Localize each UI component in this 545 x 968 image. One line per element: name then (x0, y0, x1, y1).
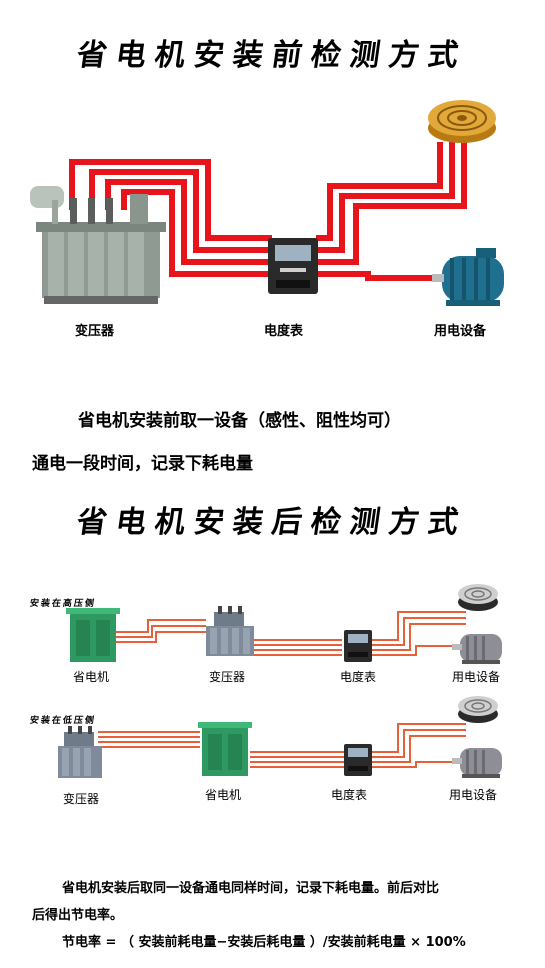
low-side-label-meter: 电度表 (331, 788, 368, 802)
low-side-wires (98, 723, 466, 768)
transformer-image (30, 186, 166, 304)
motor-image (432, 248, 504, 306)
high-side-heater-image (458, 584, 498, 611)
wires-meter-to-equipment (316, 142, 467, 281)
meter-image (268, 238, 318, 294)
section2-description-line2: 后得出节电率。 (32, 908, 124, 923)
high-side-motor-image (452, 634, 502, 664)
wires-transformer-to-meter (69, 159, 272, 277)
high-side-transformer-image (206, 606, 254, 656)
section1-description-line1: 省电机安装前取一设备（感性、阻性均可） (78, 411, 401, 431)
low-side-heater-image (458, 696, 498, 723)
label-transformer: 变压器 (75, 324, 115, 339)
section2-description-line1: 省电机安装后取同一设备通电同样时间，记录下耗电量。前后对比 (62, 881, 440, 896)
label-equipment: 用电设备 (434, 324, 487, 339)
low-side-label: 安装在低压侧 (29, 716, 97, 726)
high-side-saver-image (66, 608, 120, 662)
high-side-meter-image (344, 630, 372, 662)
low-side-label-transformer: 变压器 (63, 792, 100, 806)
heater-plate-image (428, 100, 496, 143)
before-wiring-diagram (30, 100, 504, 306)
high-side-label-saver: 省电机 (73, 670, 110, 684)
high-side-wires (116, 611, 466, 656)
high-side-label-transformer: 变压器 (209, 670, 246, 684)
low-side-saver-image (198, 722, 252, 776)
high-side-label-equipment: 用电设备 (452, 670, 501, 684)
low-side-meter-image (344, 744, 372, 776)
label-meter: 电度表 (264, 324, 304, 339)
low-side-label-equipment: 用电设备 (449, 788, 498, 802)
section1-description-line2: 通电一段时间，记录下耗电量 (32, 454, 253, 474)
saving-rate-formula: 节电率 = （ 安装前耗电量−安装后耗电量 ）/安装前耗电量 × 100% (62, 935, 466, 950)
low-side-transformer-image (58, 726, 102, 778)
high-side-label: 安装在高压侧 (29, 599, 97, 609)
high-side-label-meter: 电度表 (340, 670, 377, 684)
low-side-label-saver: 省电机 (205, 788, 242, 802)
low-side-motor-image (452, 748, 502, 778)
